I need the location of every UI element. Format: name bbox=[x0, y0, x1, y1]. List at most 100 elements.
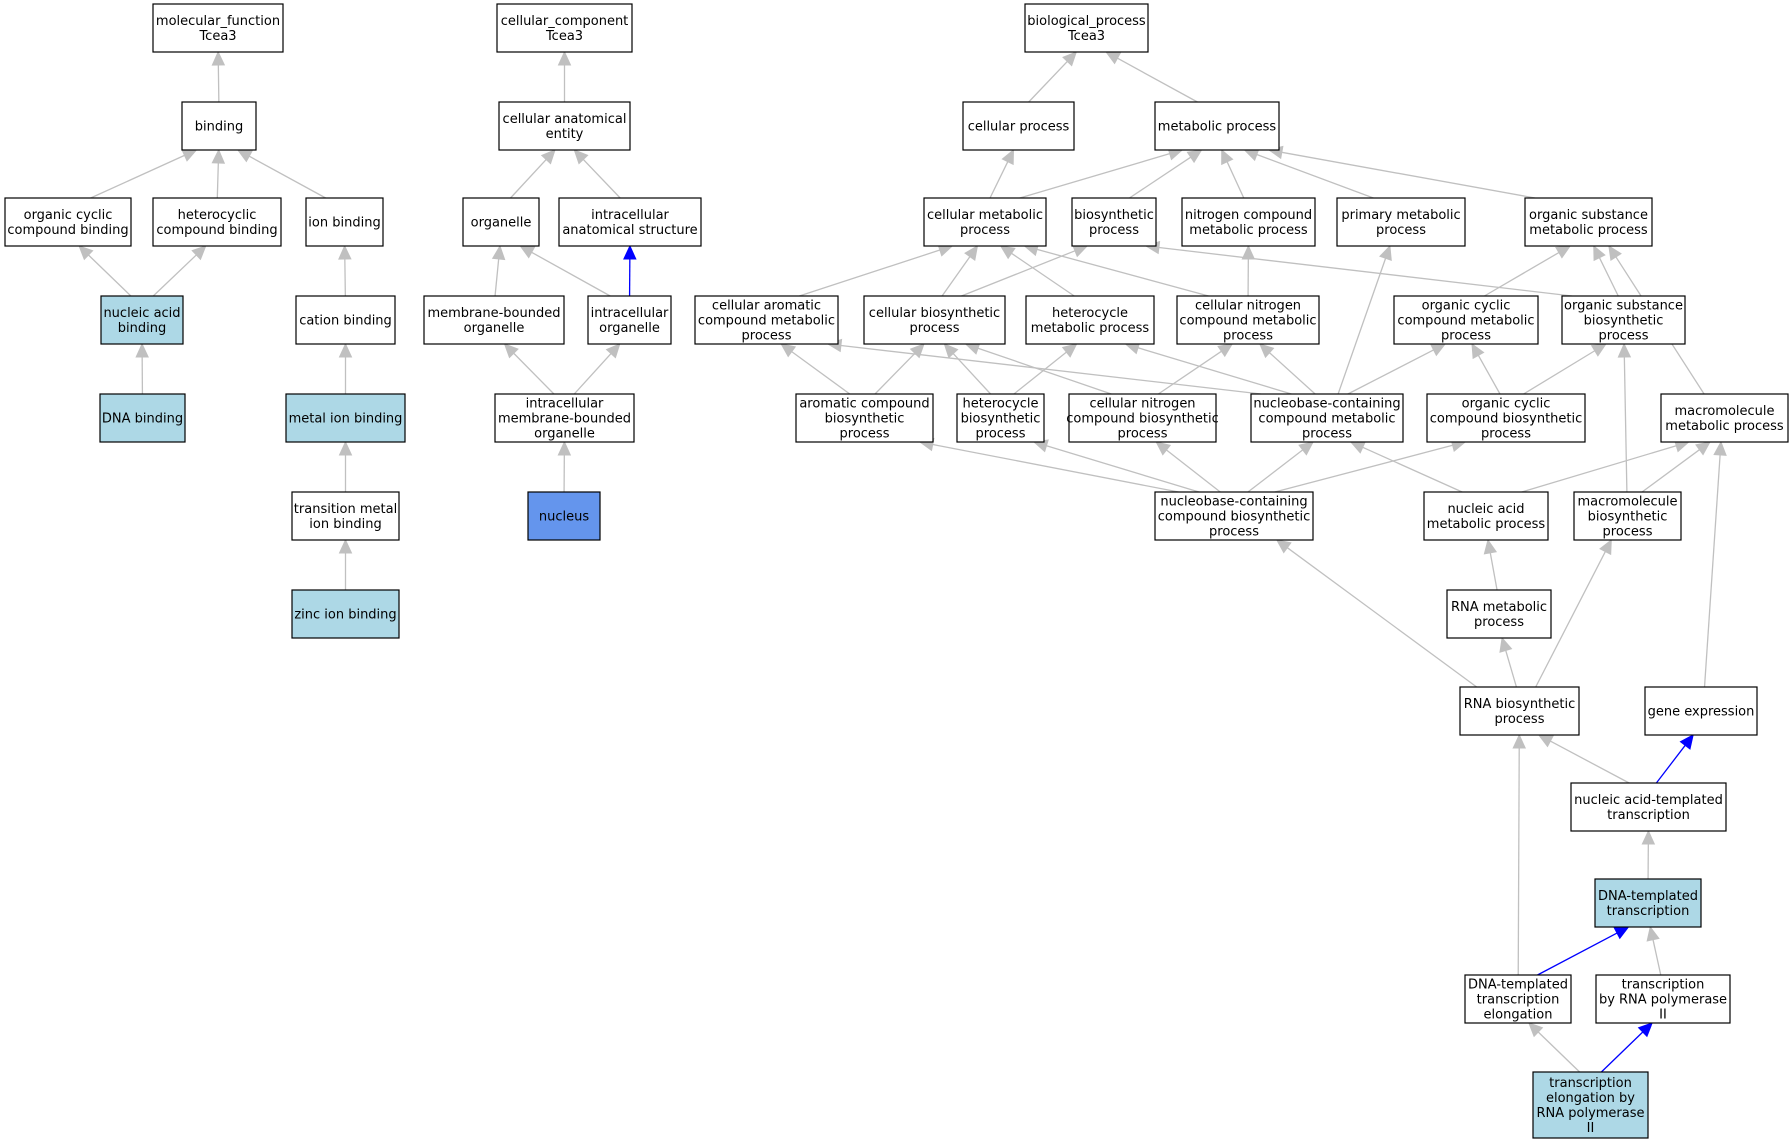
go-term-node-binding[interactable]: binding bbox=[181, 101, 257, 151]
go-term-node-org[interactable]: organelle bbox=[462, 197, 540, 247]
edge-io-to-ias bbox=[623, 244, 637, 297]
node-box bbox=[152, 197, 282, 247]
go-term-node-catb[interactable]: cation binding bbox=[295, 295, 396, 345]
edge-arrowhead bbox=[1679, 734, 1694, 750]
edge-binding-to-mf bbox=[211, 50, 226, 103]
edge-mp-to-bp bbox=[1105, 51, 1198, 103]
node-label-line: process bbox=[1223, 329, 1273, 344]
edge-line bbox=[248, 155, 326, 199]
edge-hmp-to-cmp bbox=[999, 245, 1075, 297]
node-box bbox=[1154, 491, 1314, 541]
edge-line bbox=[1281, 151, 1536, 199]
node-label-line: RNA biosynthetic bbox=[1464, 697, 1576, 712]
node-label-line: cellular metabolic bbox=[927, 208, 1043, 223]
node-label-line: DNA-templated bbox=[1598, 889, 1698, 904]
go-term-node-ionb[interactable]: ion binding bbox=[305, 197, 384, 247]
node-label-line: compound metabolic bbox=[1179, 314, 1316, 329]
node-label-line: process bbox=[976, 427, 1026, 442]
edge-line bbox=[1535, 551, 1606, 688]
edge-arrowhead bbox=[780, 343, 797, 358]
node-label-line: transcription bbox=[1549, 1076, 1632, 1091]
node-label-line: organelle bbox=[464, 321, 525, 336]
node-label-line: process bbox=[910, 321, 960, 336]
node-box bbox=[1532, 1071, 1649, 1139]
edge-metb-to-catb bbox=[338, 342, 353, 394]
go-term-node-nuc[interactable]: nucleus bbox=[527, 491, 601, 541]
node-label-line: process bbox=[1441, 329, 1491, 344]
edge-line bbox=[952, 353, 992, 395]
node-label-line: zinc ion binding bbox=[294, 608, 396, 623]
edge-arrowhead bbox=[1537, 734, 1554, 748]
edge-line bbox=[1269, 352, 1316, 395]
node-label-line: Tcea3 bbox=[1067, 29, 1105, 44]
edge-arrowhead bbox=[1608, 244, 1622, 262]
edge-line bbox=[1019, 153, 1170, 199]
edge-nbccmp-to-pmp bbox=[1337, 244, 1392, 395]
edge-arrowhead bbox=[1499, 636, 1513, 653]
node-box bbox=[295, 295, 396, 345]
edge-line bbox=[1623, 356, 1628, 493]
go-term-node-znb[interactable]: zinc ion binding bbox=[291, 589, 400, 639]
go-term-node-dnab[interactable]: DNA binding bbox=[99, 393, 186, 443]
go-term-node-ge[interactable]: gene expression bbox=[1644, 686, 1758, 736]
node-box bbox=[99, 393, 186, 443]
edge-hcb-to-binding bbox=[211, 148, 226, 199]
node-box bbox=[291, 589, 400, 639]
node-box bbox=[1644, 686, 1758, 736]
edge-line bbox=[1247, 449, 1304, 493]
edge-arrowhead bbox=[557, 50, 572, 66]
go-term-node-mp[interactable]: metabolic process bbox=[1154, 101, 1280, 151]
node-label-line: organelle bbox=[599, 321, 660, 336]
edge-nbccbp-to-cncbp bbox=[1155, 441, 1221, 493]
node-label-line: cation binding bbox=[299, 314, 392, 329]
edge-line bbox=[513, 352, 555, 395]
edge-arrowhead bbox=[1613, 926, 1630, 940]
node-label-line: macromolecule bbox=[1577, 495, 1677, 510]
edge-dtt-to-natt bbox=[1641, 829, 1656, 880]
edge-rbp-to-nbccbp bbox=[1275, 539, 1478, 688]
edge-arrowhead bbox=[573, 149, 589, 165]
node-label-line: compound metabolic bbox=[1397, 314, 1534, 329]
go-term-node-metb[interactable]: metal ion binding bbox=[285, 393, 406, 443]
go-term-node-cp[interactable]: cellular process bbox=[962, 101, 1075, 151]
